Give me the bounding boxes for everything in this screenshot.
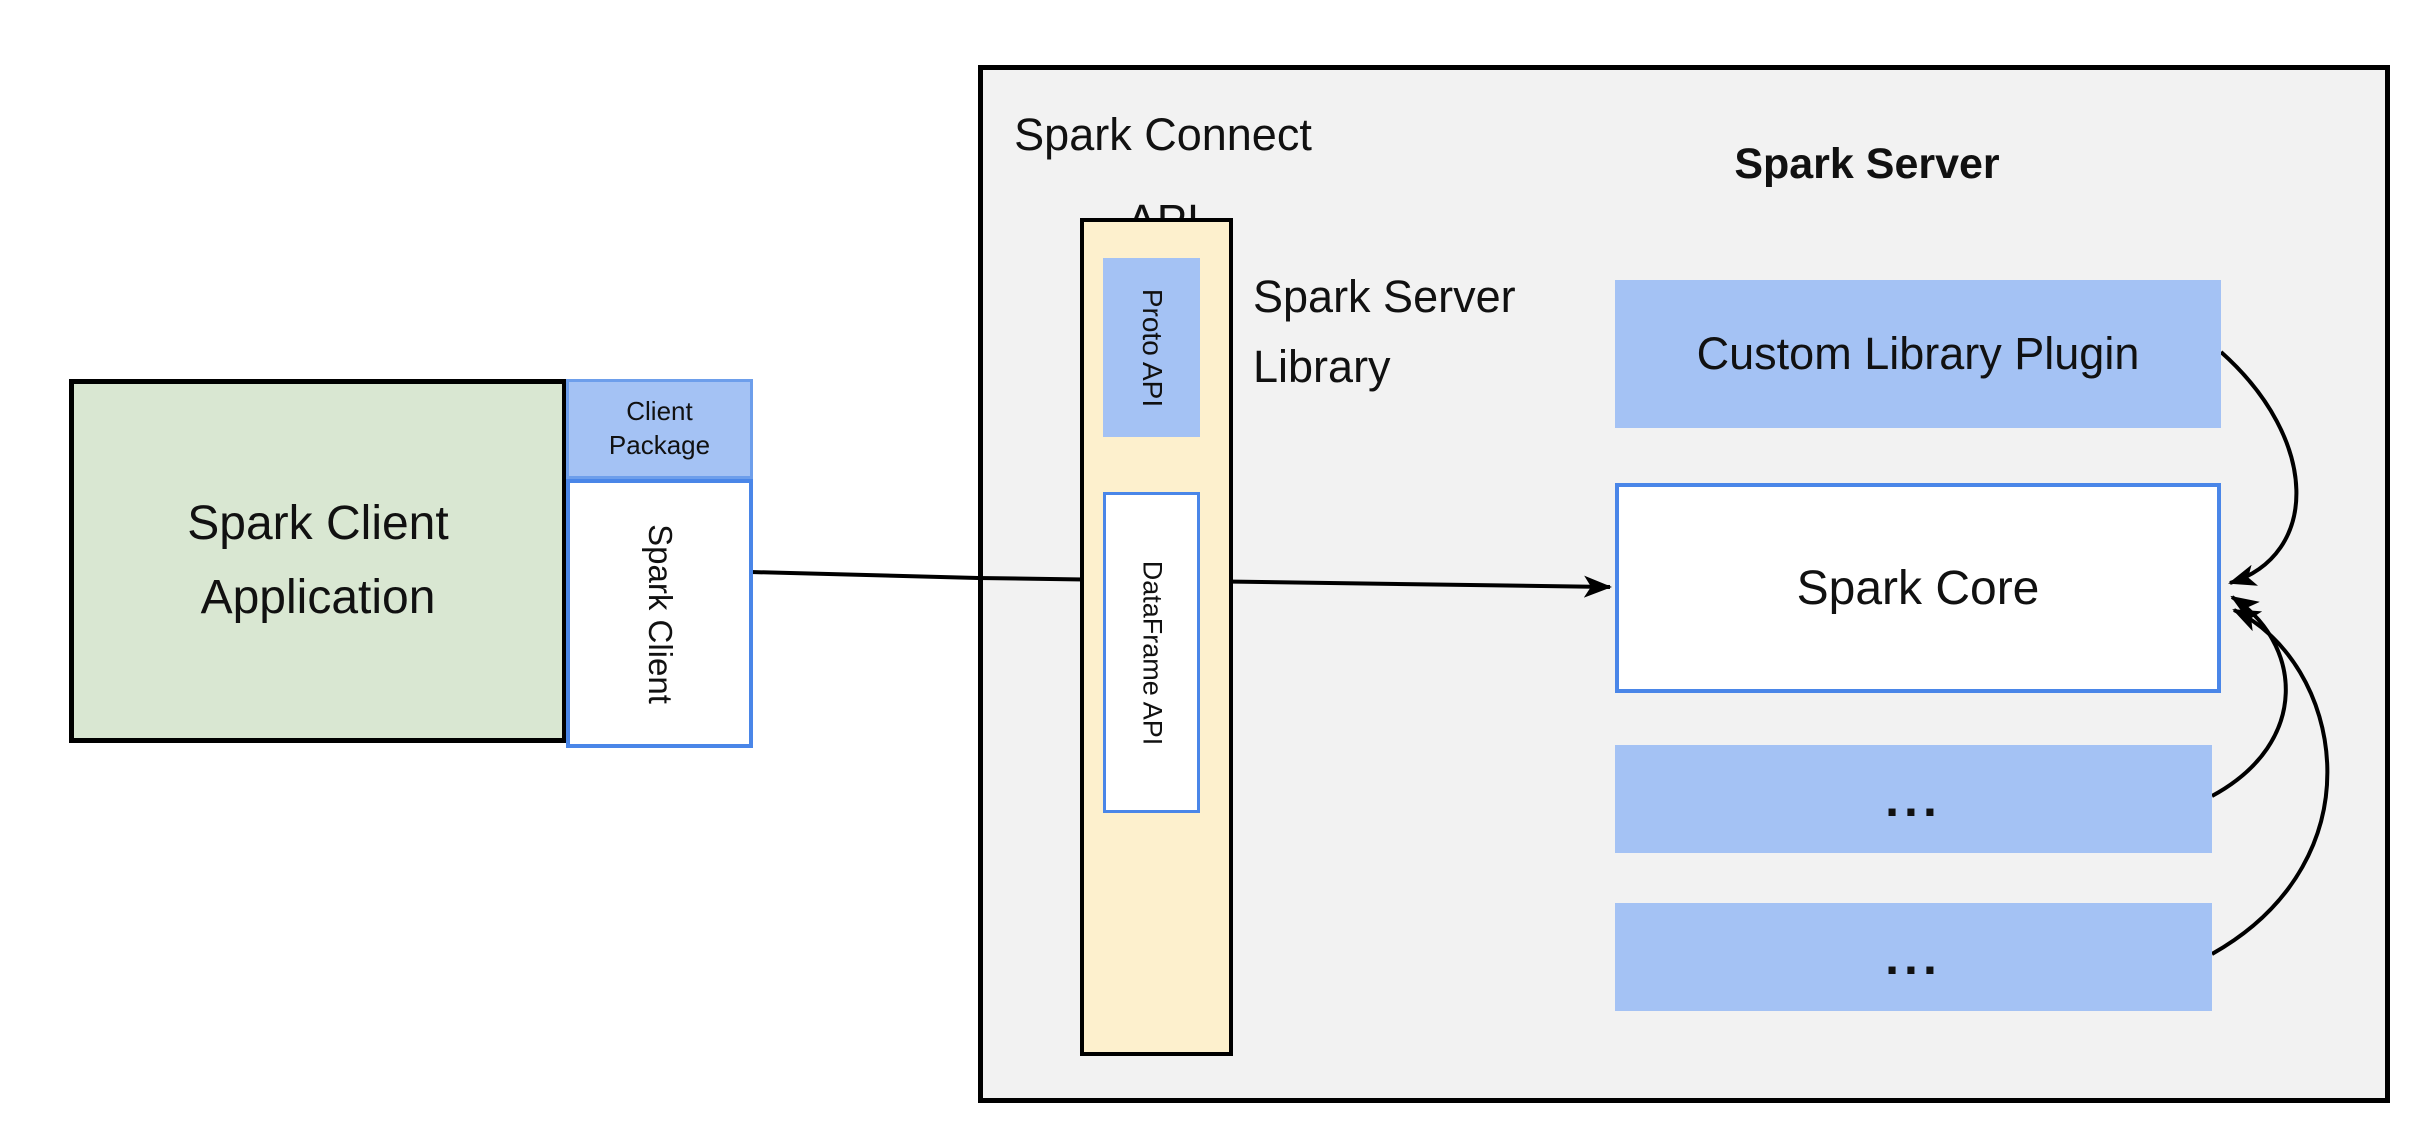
spark-server-library-line2: Library (1253, 340, 1391, 392)
client-package-line2: Package (608, 430, 711, 460)
spark-server-library-label: Spark Server Library (1253, 262, 1653, 402)
spark-server-library-line1: Spark Server (1253, 271, 1516, 322)
proto-api-label: Proto API (1136, 288, 1168, 407)
spark-server-title: Spark Server (1734, 140, 2000, 188)
ellipsis-label-2: ... (1885, 929, 1942, 985)
dataframe-api-box: DataFrame API (1103, 492, 1200, 813)
custom-library-plugin-label: Custom Library Plugin (1696, 328, 2140, 379)
custom-library-plugin-box: Custom Library Plugin (1615, 280, 2221, 428)
spark-core-box: Spark Core (1615, 483, 2221, 693)
spark-client-application-label: Spark Client Application (187, 487, 448, 636)
proto-api-box: Proto API (1103, 258, 1200, 437)
more-plugins-box-2: ... (1615, 903, 2212, 1011)
more-plugins-box-1: ... (1615, 745, 2212, 853)
client-package-box: Client Package (566, 379, 753, 479)
spark-connect-api-title-line1: Spark Connect (1014, 109, 1312, 160)
spark-client-application-box: Spark Client Application (69, 379, 567, 743)
spark-client-application-line1: Spark Client (187, 496, 449, 550)
dataframe-api-label: DataFrame API (1137, 560, 1167, 745)
spark-client-box: Spark Client (566, 479, 753, 748)
ellipsis-label-1: ... (1885, 771, 1942, 827)
spark-core-label: Spark Core (1796, 561, 2040, 615)
client-package-label: Client Package (609, 395, 710, 463)
spark-client-label: Spark Client (641, 523, 679, 704)
client-package-line1: Client (626, 396, 693, 427)
spark-client-application-line2: Application (200, 571, 436, 624)
